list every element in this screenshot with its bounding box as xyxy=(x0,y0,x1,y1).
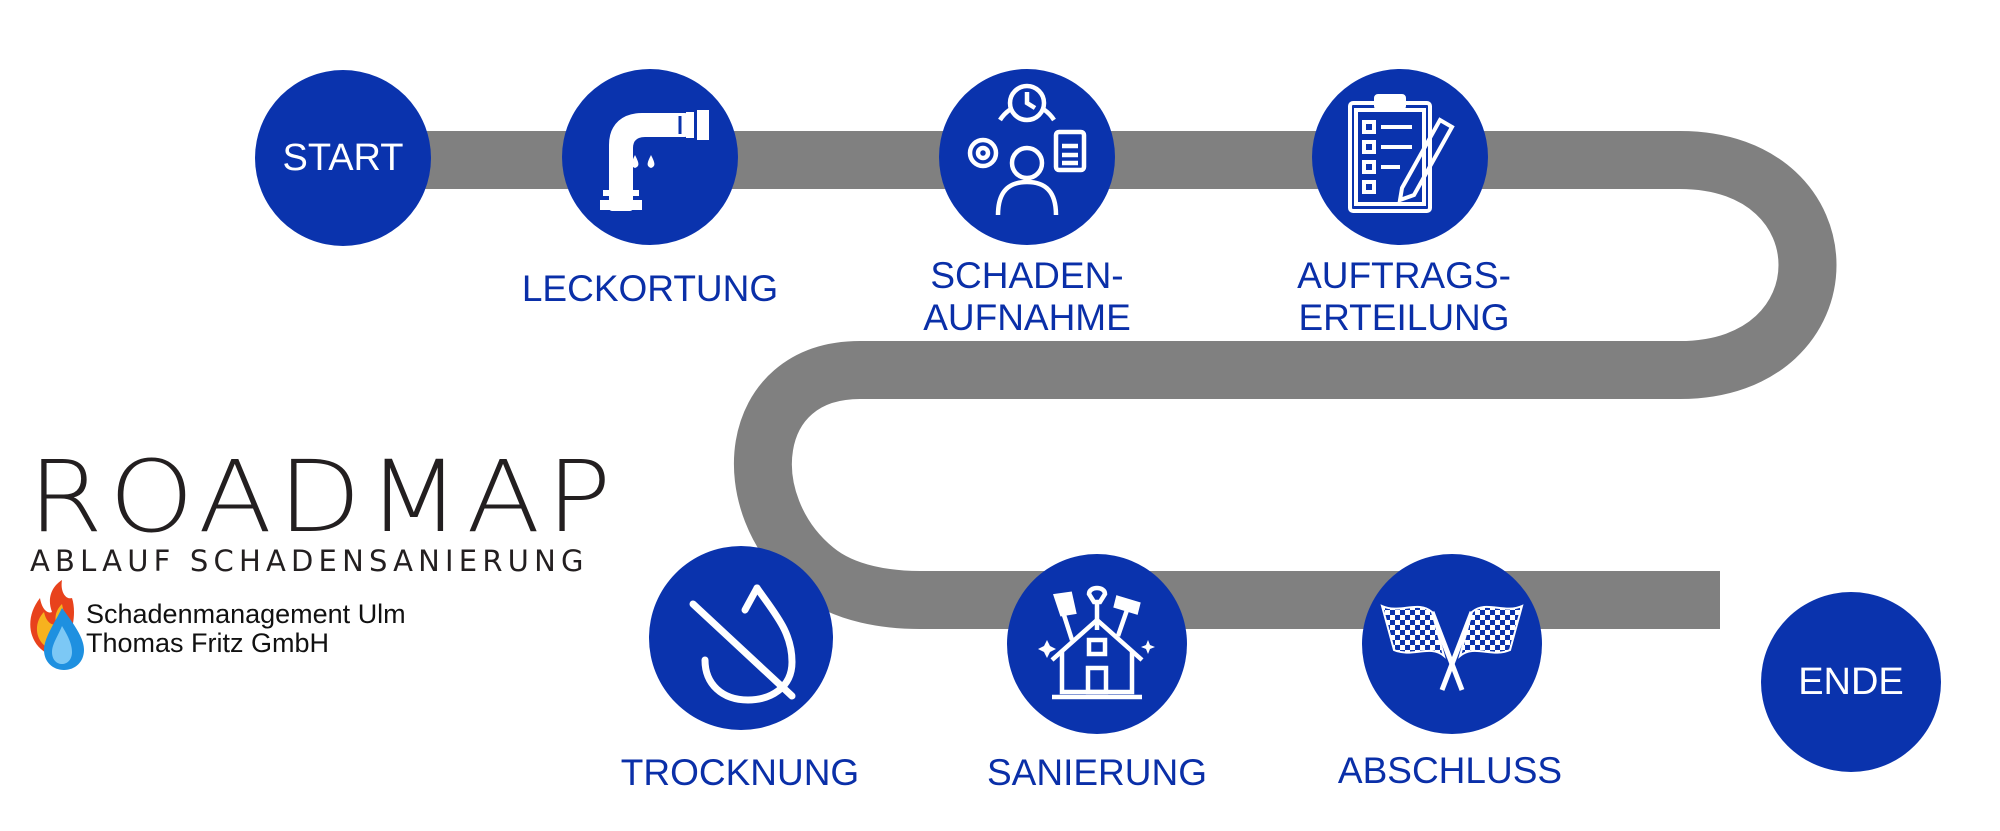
sparkle-icon xyxy=(1141,640,1155,654)
step-label-line1: LECKORTUNG xyxy=(521,268,779,309)
step-label-line1: TROCKNUNG xyxy=(620,752,860,793)
step-label-line1: SANIERUNG xyxy=(987,752,1207,793)
step-label-line1: ABSCHLUSS xyxy=(1337,750,1563,791)
checkered-flags-icon xyxy=(1380,604,1524,691)
start-circle xyxy=(255,70,431,246)
step-leckortung-node xyxy=(562,69,738,245)
step-label-line1: AUFTRAGS- xyxy=(1297,255,1511,296)
start-label: START xyxy=(282,137,404,179)
sparkle-icon xyxy=(1038,640,1056,658)
drop-icon xyxy=(647,155,655,168)
step-label-trocknung: TROCKNUNG xyxy=(590,752,890,794)
company-line1: Schadenmanagement Ulm xyxy=(86,599,406,629)
company-line2: Thomas Fritz GmbH xyxy=(86,628,330,658)
step-label-abschluss: ABSCHLUSS xyxy=(1300,750,1600,792)
step-label-leckortung: LECKORTUNG xyxy=(500,268,800,310)
end-label: ENDE xyxy=(1798,661,1904,703)
crossed-water-drop-icon xyxy=(689,584,796,704)
step-abschluss-node xyxy=(1362,554,1542,734)
step-label-schadenaufnahme: SCHADEN- AUFNAHME xyxy=(877,255,1177,339)
step-label-auftragserteilung: AUFTRAGS- ERTEILUNG xyxy=(1254,255,1554,339)
flame-water-drop-icon xyxy=(30,580,84,670)
house-tools-icon xyxy=(1050,585,1144,700)
roadmap-title: ROADMAP xyxy=(28,439,618,555)
step-auftragserteilung-node xyxy=(1312,69,1488,245)
step-label-line1: SCHADEN- xyxy=(930,255,1124,296)
company-name: Schadenmanagement Ulm Thomas Fritz GmbH xyxy=(86,600,406,658)
leaking-pipe-icon xyxy=(600,110,709,211)
drop-icon xyxy=(631,155,639,168)
step-label-line2: AUFNAHME xyxy=(923,297,1131,338)
clipboard-checklist-pencil-icon xyxy=(1348,94,1455,213)
step-label-sanierung: SANIERUNG xyxy=(947,752,1247,794)
step-schadenaufnahme-node xyxy=(939,69,1115,245)
person-gear-clock-clipboard-icon xyxy=(967,83,1087,216)
step-label-line2: ERTEILUNG xyxy=(1298,297,1510,338)
end-circle xyxy=(1761,592,1941,772)
step-trocknung-node xyxy=(649,546,833,730)
step-sanierung-node xyxy=(1007,554,1187,734)
road-path xyxy=(340,131,1837,629)
roadmap-subtitle: ABLAUF SCHADENSANIERUNG xyxy=(30,544,589,578)
